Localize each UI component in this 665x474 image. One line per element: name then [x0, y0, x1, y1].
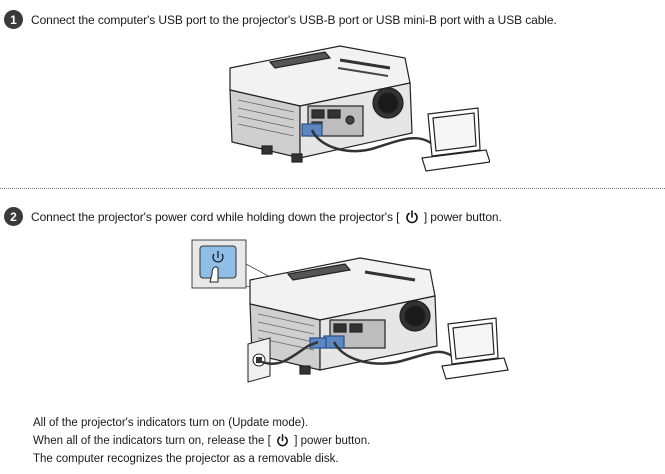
step-2-text-after: ] power button. [423, 209, 502, 224]
power-icon [277, 434, 288, 447]
note-line-3: The computer recognizes the projector as… [33, 453, 339, 465]
step-2: 2 Connect the projector's power cord whi… [4, 207, 502, 226]
note-line-2: When all of the indicators turn on, rele… [33, 432, 370, 450]
note-line-2-after: ] power button. [294, 435, 371, 447]
step-2-notes: All of the projector's indicators turn o… [33, 414, 370, 468]
projector-illustration [229, 45, 413, 163]
laptop-illustration [421, 107, 490, 172]
step-divider [0, 188, 665, 189]
wall-outlet [247, 337, 271, 383]
step-2-text-before: Connect the projector's power cord while… [31, 209, 400, 224]
usb-cable [310, 129, 436, 153]
power-button-callout [191, 239, 301, 299]
power-icon [405, 209, 418, 223]
note-line-1: All of the projector's indicators turn o… [33, 417, 309, 429]
step-2-number: 2 [4, 207, 23, 226]
usb-cable [332, 341, 453, 365]
step-1-illustration [229, 45, 490, 172]
note-line-2-before: When all of the indicators turn on, rele… [33, 435, 271, 447]
step-1: 1 Connect the computer's USB port to the… [4, 10, 557, 29]
step-2-illustration [191, 239, 509, 383]
laptop-illustration [441, 317, 509, 380]
step-1-text: Connect the computer's USB port to the p… [31, 12, 557, 27]
power-cord [261, 340, 319, 365]
projector-illustration [249, 257, 438, 375]
step-1-number: 1 [4, 10, 23, 29]
